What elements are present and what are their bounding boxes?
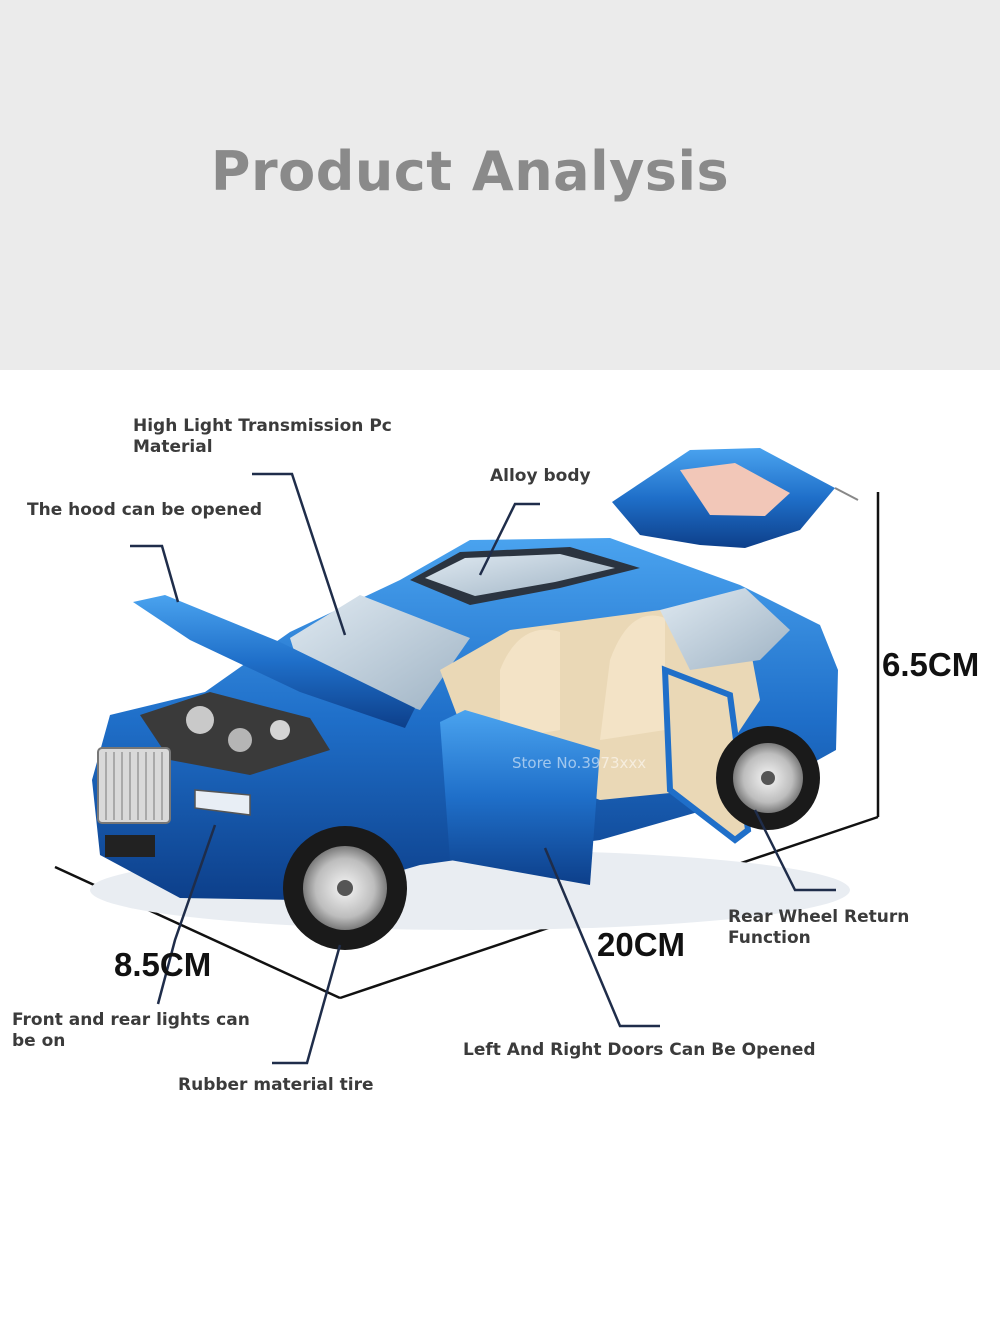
label-alloy-body: Alloy body xyxy=(490,466,591,486)
front-seat xyxy=(500,629,560,740)
label-rear-wheel: Rear Wheel Return Function xyxy=(728,907,909,949)
page-title: Product Analysis xyxy=(210,140,730,203)
label-doors: Left And Right Doors Can Be Opened xyxy=(463,1040,816,1060)
dimension-height: 6.5CM xyxy=(882,646,980,683)
open-hood xyxy=(133,595,415,728)
callout-doors xyxy=(543,847,660,1028)
label-hood: The hood can be opened xyxy=(27,500,263,520)
headlight xyxy=(194,789,251,816)
watermark: Store No.3973xxx xyxy=(512,754,646,772)
label-tire: Rubber material tire xyxy=(178,1075,374,1095)
callout-pc-material xyxy=(252,472,347,636)
dimension-length: 20CM xyxy=(597,926,686,963)
car-illustration xyxy=(90,448,859,950)
label-lights-line1: Front and rear lights can xyxy=(12,1010,250,1030)
header-band: Product Analysis xyxy=(0,0,1000,370)
label-rear-wheel-line1: Rear Wheel Return xyxy=(728,907,910,927)
callout-rear-wheel xyxy=(753,809,836,892)
label-pc-material-line2: Material xyxy=(133,437,213,457)
rear-window xyxy=(660,588,790,670)
rear-seat xyxy=(600,615,665,740)
label-pc-material-line1: High Light Transmission Pc xyxy=(133,416,392,436)
callout-tire xyxy=(272,944,342,1065)
label-rear-wheel-line2: Function xyxy=(728,928,811,948)
label-lights-line2: be on xyxy=(12,1031,66,1051)
callout-lines xyxy=(130,472,836,1065)
label-pc-material: High Light Transmission Pc Material xyxy=(133,416,392,458)
callout-hood xyxy=(130,544,180,603)
front-grille xyxy=(97,747,171,824)
label-lights: Front and rear lights can be on xyxy=(12,1010,250,1052)
diagram-canvas: Store No.3973xxx xyxy=(54,448,880,1065)
callout-alloy-body xyxy=(478,502,540,576)
product-diagram: Store No.3973xxx High Light Transmission… xyxy=(0,370,1000,1333)
dimension-width: 8.5CM xyxy=(114,946,212,983)
front-door xyxy=(440,710,600,885)
license-plate xyxy=(105,835,155,857)
callout-lights xyxy=(156,824,217,1005)
hatch-glass xyxy=(680,463,790,516)
